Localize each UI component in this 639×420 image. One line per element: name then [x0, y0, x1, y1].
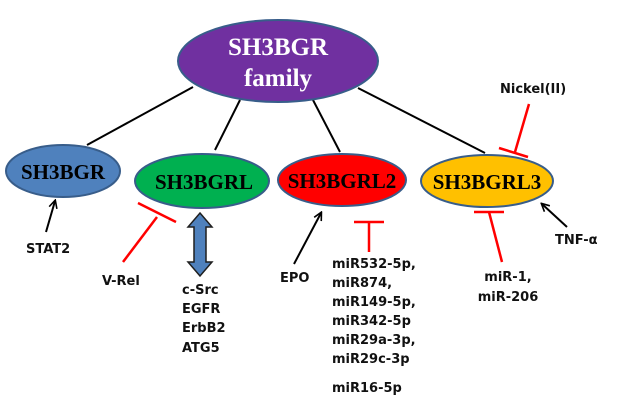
- sh3bgrl3-mirna-list: miR-1, miR-206: [478, 270, 539, 305]
- inhibition-bar-vrel: [122, 201, 177, 263]
- interaction-double-arrow: [186, 211, 214, 278]
- root-node-sh3bgr-family: SH3BGR family: [177, 19, 379, 103]
- mirna-item: miR16-5p: [332, 381, 402, 396]
- node-label-sh3bgrl2: SH3BGRL2: [288, 169, 397, 193]
- connector-line-sh3bgrl2: [312, 99, 341, 153]
- inhibition-bar-sh3bgrl3-mirs: [474, 210, 504, 263]
- partner-item: ErbB2: [182, 321, 226, 336]
- mirna-item: miR29c-3p: [332, 352, 410, 367]
- sh3bgrl2-mirna-list: miR532-5p, miR874, miR149-5p, miR342-5p …: [332, 257, 416, 396]
- partner-item: c-Src: [182, 283, 219, 298]
- root-label-line1: SH3BGR: [228, 34, 329, 61]
- mirna-item: miR149-5p,: [332, 295, 416, 310]
- label-nickel: Nickel(II): [500, 82, 566, 97]
- node-sh3bgrl3: SH3BGRL3: [420, 154, 554, 208]
- node-label-sh3bgrl3: SH3BGRL3: [433, 170, 542, 194]
- connector-line-sh3bgrl: [214, 99, 241, 151]
- connector-line-sh3bgrl3: [357, 87, 486, 154]
- node-label-sh3bgrl: SH3BGRL: [155, 170, 253, 194]
- mirna-item: miR-1,: [484, 270, 531, 285]
- mirna-item: miR342-5p: [332, 314, 411, 329]
- partner-item: EGFR: [182, 302, 220, 317]
- mirna-item: miR874,: [332, 276, 392, 291]
- node-sh3bgrl2: SH3BGRL2: [277, 153, 407, 207]
- mirna-item: miR-206: [478, 290, 539, 305]
- label-vrel: V-Rel: [102, 274, 140, 289]
- inhibition-bar-sh3bgrl2-mirs: [354, 220, 384, 252]
- sh3bgrl-partners-list: c-Src EGFR ErbB2 ATG5: [182, 283, 226, 356]
- node-sh3bgrl: SH3BGRL: [134, 153, 270, 209]
- label-tnfa: TNF-α: [555, 233, 598, 248]
- activation-arrow-stat2: [45, 201, 55, 233]
- label-epo: EPO: [280, 271, 309, 286]
- mirna-item: miR532-5p,: [332, 257, 416, 272]
- node-sh3bgr: SH3BGR: [5, 144, 121, 198]
- node-label-sh3bgr: SH3BGR: [21, 160, 106, 184]
- activation-arrow-tnfa: [542, 204, 568, 228]
- label-stat2: STAT2: [26, 242, 70, 257]
- inhibition-bar-nickel: [498, 103, 531, 159]
- partner-item: ATG5: [182, 341, 220, 356]
- activation-arrow-epo: [293, 213, 321, 265]
- mirna-item: miR29a-3p,: [332, 333, 416, 348]
- root-label-line2: family: [244, 65, 313, 92]
- connector-line-sh3bgr: [86, 86, 194, 146]
